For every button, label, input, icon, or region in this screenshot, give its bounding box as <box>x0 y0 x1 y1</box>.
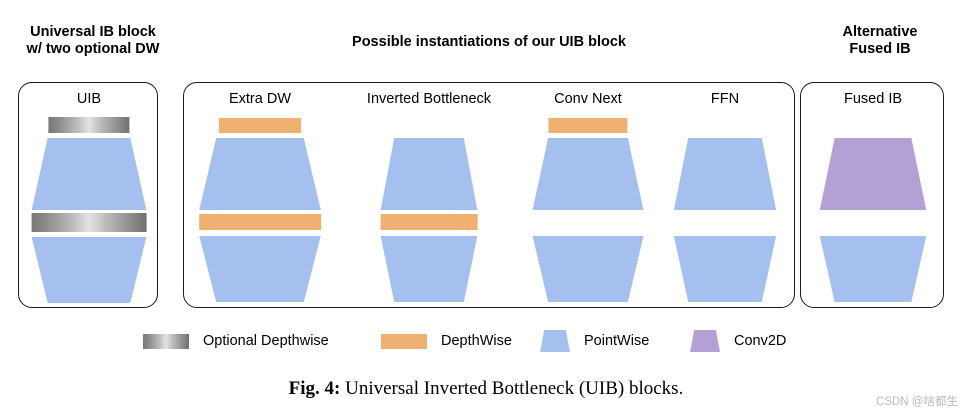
group-title-universal-ib: Universal IB block w/ two optional DW <box>26 24 160 57</box>
legend-item-optional-depthwise: Optional Depthwise <box>143 328 329 354</box>
pointwise-contract-shape <box>199 236 321 302</box>
block-inverted-bottleneck: Inverted Bottleneck <box>336 83 522 309</box>
pointwise-expand-shape <box>199 138 321 210</box>
block-stage-ffn <box>654 113 796 303</box>
pointwise-expand-shape <box>31 138 147 210</box>
conv2d-swatch <box>690 330 720 352</box>
legend: Optional Depthwise DepthWise PointWise C… <box>0 328 972 354</box>
pointwise-contract-shape <box>532 236 644 302</box>
depthwise-bar-top <box>218 118 302 133</box>
block-label-conv-next: Conv Next <box>554 91 622 107</box>
block-ffn: FFN <box>654 83 796 309</box>
depthwise-bar-top <box>548 118 628 133</box>
depthwise-swatch <box>381 333 427 349</box>
block-label-fused-ib: Fused IB <box>843 91 903 107</box>
block-stage-extra-dw <box>184 113 336 303</box>
legend-item-pointwise: PointWise <box>540 328 649 354</box>
panel-uib: UIB <box>18 82 158 308</box>
block-stage-fused-ib <box>801 113 945 303</box>
block-stage-conv-next <box>522 113 654 303</box>
optional-depthwise-bar-middle <box>31 213 147 232</box>
legend-label-conv2d: Conv2D <box>734 333 787 349</box>
block-stage-inverted-bottleneck <box>336 113 522 303</box>
conv2d-expand-shape <box>819 138 927 210</box>
watermark: CSDN @啥都生 <box>876 396 958 408</box>
pointwise-contract-shape <box>31 237 147 303</box>
block-conv-next: Conv Next <box>522 83 654 309</box>
depthwise-bar-middle <box>380 214 478 230</box>
figure-number: Fig. 4: <box>288 378 341 399</box>
panel-instantiations: Extra DW Inverted Bottleneck Conv Next F… <box>183 82 795 308</box>
pointwise-expand-shape <box>673 138 777 210</box>
pointwise-swatch <box>540 330 570 352</box>
pointwise-contract-shape <box>819 236 927 302</box>
pointwise-expand-shape <box>532 138 644 210</box>
legend-item-depthwise: DepthWise <box>381 328 512 354</box>
depthwise-bar-middle <box>199 214 321 230</box>
legend-label-pointwise: PointWise <box>584 333 650 349</box>
pointwise-expand-shape <box>380 138 478 210</box>
legend-label-optional-depthwise: Optional Depthwise <box>203 333 329 349</box>
block-label-inverted-bottleneck: Inverted Bottleneck <box>366 91 492 107</box>
block-uib: UIB <box>19 83 159 309</box>
block-label-extra-dw: Extra DW <box>228 91 292 107</box>
group-title-alternative-fused-ib: Alternative Fused IB <box>842 24 918 57</box>
block-fused-ib: Fused IB <box>801 83 945 309</box>
group-title-instantiations: Possible instantiations of our UIB block <box>352 34 626 50</box>
figure-caption: Fig. 4: Universal Inverted Bottleneck (U… <box>0 378 972 400</box>
figure-caption-text: Universal Inverted Bottleneck (UIB) bloc… <box>345 378 684 399</box>
block-label-ffn: FFN <box>710 91 740 107</box>
optional-depthwise-swatch <box>143 333 189 349</box>
optional-depthwise-bar-top <box>48 117 130 133</box>
panel-fused-ib: Fused IB <box>800 82 944 308</box>
block-extra-dw: Extra DW <box>184 83 336 309</box>
pointwise-contract-shape <box>673 236 777 302</box>
legend-item-conv2d: Conv2D <box>690 328 786 354</box>
block-label-uib: UIB <box>76 91 102 107</box>
legend-label-depthwise: DepthWise <box>441 333 512 349</box>
block-stage-uib <box>19 113 159 303</box>
pointwise-contract-shape <box>380 236 478 302</box>
